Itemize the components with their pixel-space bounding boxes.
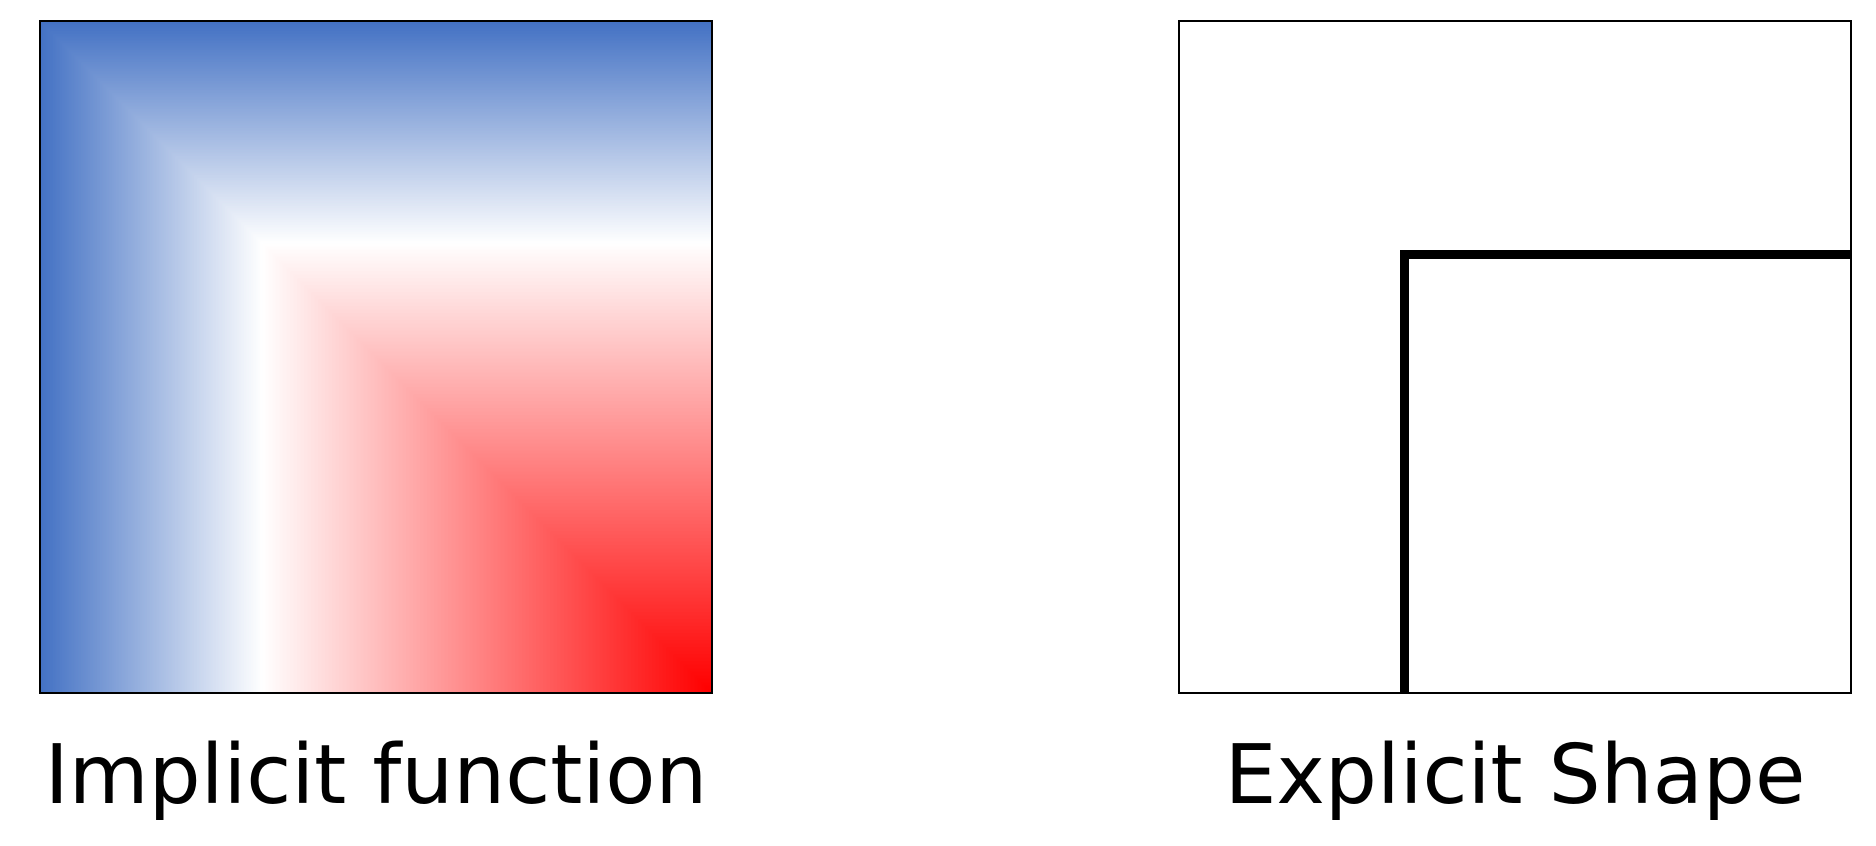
explicit-shape-panel: [1178, 20, 1852, 694]
implicit-function-field: [41, 22, 711, 692]
shape-boundary-horizontal: [1400, 250, 1850, 259]
implicit-function-panel: [39, 20, 713, 694]
shape-boundary-vertical: [1400, 254, 1409, 692]
implicit-function-caption: Implicit function: [44, 728, 708, 823]
explicit-shape-caption: Explicit Shape: [1224, 728, 1806, 823]
